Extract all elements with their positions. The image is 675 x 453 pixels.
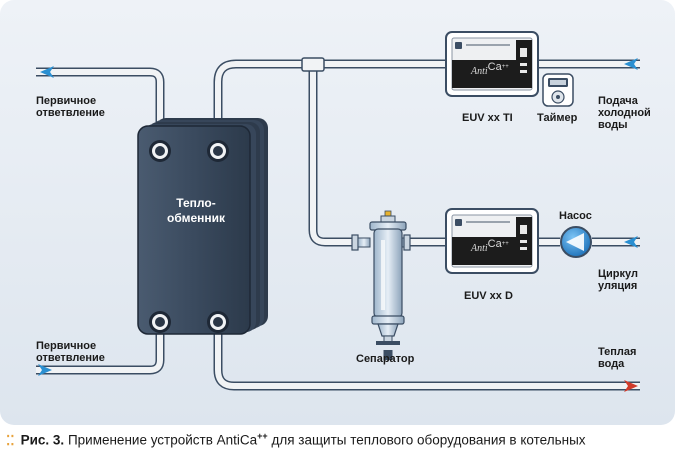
arrow-out-warm-water <box>624 380 638 392</box>
label-circulation: Циркулуляция <box>598 268 638 292</box>
heat-exchanger <box>137 118 268 335</box>
timer-device <box>542 73 574 107</box>
label-separator: Сепаратор <box>356 353 415 365</box>
port-bottom-left <box>149 311 171 333</box>
pump-device <box>560 226 592 258</box>
port-top-left <box>149 140 171 162</box>
label-device-bottom: EUV xx D <box>464 290 513 302</box>
heat-exchanger-label: Тепло- обменник <box>166 196 225 225</box>
caption-text-after: для защиты теплового оборудования в коте… <box>267 432 586 448</box>
separator-device <box>351 210 411 345</box>
arrow-in-top-left <box>40 66 54 78</box>
flow-arrows <box>38 58 638 392</box>
port-top-right <box>207 140 229 162</box>
label-primary-branch-bottom: Первичное ответвление <box>36 340 105 364</box>
label-timer: Таймер <box>537 112 578 124</box>
caption-figure-number: Рис. 3. <box>20 432 65 448</box>
device-top: AntiCa++ <box>445 31 539 97</box>
arrow-out-bottom-left <box>38 364 52 376</box>
caption-text-sup: ++ <box>257 431 268 441</box>
label-primary-branch-top: Первичное ответвление <box>36 95 105 119</box>
device-bottom: AntiCa++ <box>445 208 539 274</box>
label-warm-water: Теплая вода <box>598 346 637 370</box>
caption-dots-icon: ⁚⁚ <box>6 432 15 448</box>
label-pump: Насос <box>559 210 592 222</box>
pipes <box>36 59 640 391</box>
caption-text-before: Применение устройств AntiCa <box>67 432 258 448</box>
port-bottom-right <box>207 311 229 333</box>
arrow-in-top-right <box>624 58 638 70</box>
arrow-out-circulation <box>624 236 638 248</box>
label-cold-water-supply: Подача холодной воды <box>598 95 651 131</box>
figure-caption: ⁚⁚Рис. 3. Применение устройств AntiCa++ … <box>6 431 674 449</box>
tee-fitting <box>301 57 325 72</box>
heat-exchanger-diagram: AntiCa++ AntiCa++ <box>0 0 675 425</box>
label-device-top: EUV xx TI <box>462 112 513 124</box>
